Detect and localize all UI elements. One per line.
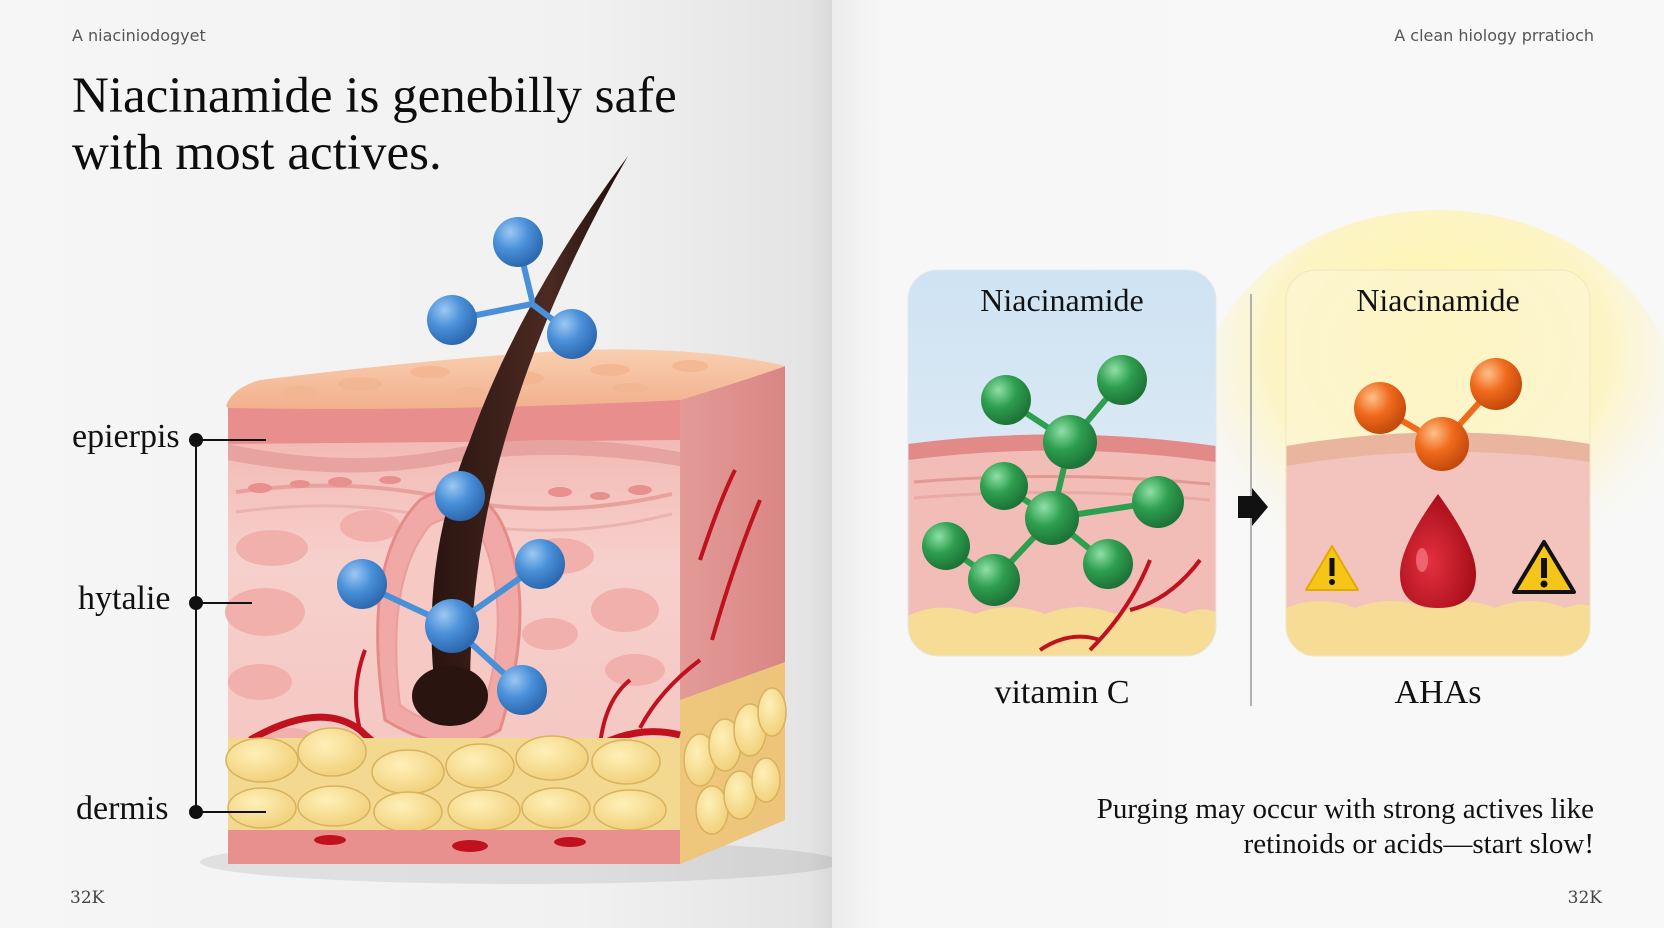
folio-right: 32K — [1567, 888, 1602, 908]
left-page: A niaciniodogyet Niacinamide is genebill… — [0, 0, 832, 928]
label-dermis: dermis — [76, 790, 169, 827]
panel-caption-ahas: AHAs — [1394, 674, 1482, 711]
panel-title-niacinamide-2: Niacinamide — [1356, 282, 1520, 318]
label-epidermis: epierpis — [72, 418, 180, 455]
arrow-right-icon — [1238, 488, 1268, 526]
label-hyaline: hytalie — [78, 580, 171, 617]
running-head-left: A niaciniodogyet — [72, 26, 206, 45]
purging-note: Purging may occur with strong actives li… — [1096, 793, 1594, 860]
folio-left: 32K — [70, 888, 105, 908]
blood-drop-icon — [1400, 494, 1476, 608]
panel-caption-vitamin-c: vitamin C — [994, 674, 1130, 711]
running-head-right: A clean hiology prratioch — [1394, 26, 1594, 45]
warning-icon — [1305, 545, 1359, 591]
skin-cross-section-diagram — [189, 156, 832, 884]
headline: Niacinamide is genebilly safe with most … — [72, 68, 677, 181]
panel-title-niacinamide-1: Niacinamide — [980, 282, 1144, 318]
panel-vitamin-c — [908, 270, 1216, 656]
warning-icon — [1512, 540, 1576, 594]
